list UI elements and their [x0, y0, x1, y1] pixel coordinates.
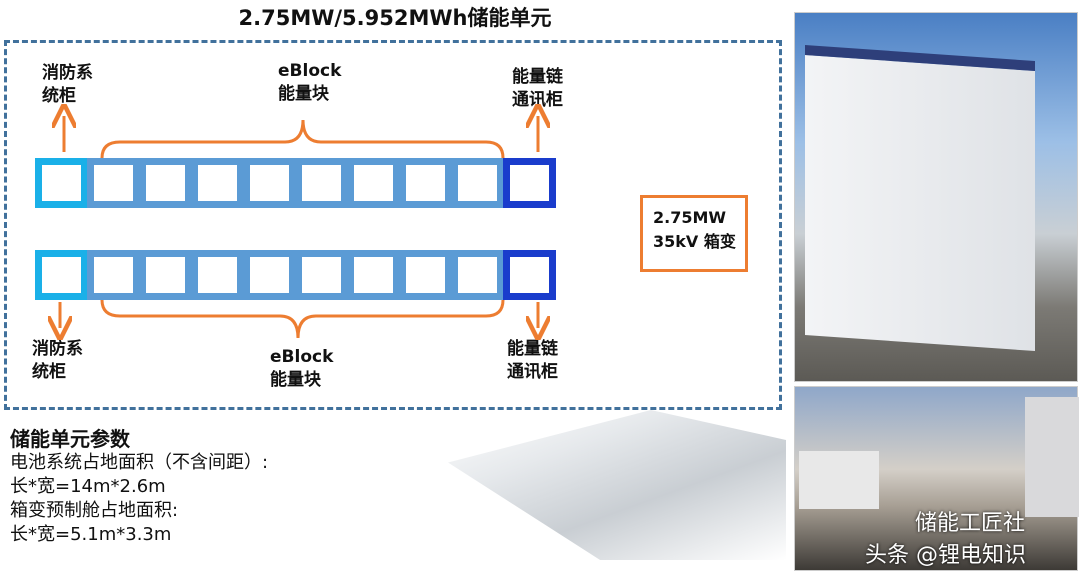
transformer-box: 2.75MW 35kV 箱变 — [640, 195, 748, 272]
eblock — [295, 250, 348, 300]
fire-cabinet — [35, 250, 88, 300]
eblock — [347, 250, 400, 300]
eblock — [191, 250, 244, 300]
eblock — [243, 250, 296, 300]
param-line: 长*宽=14m*2.6m — [10, 476, 166, 497]
fire-cabinet — [35, 158, 88, 208]
site-photo — [794, 386, 1079, 571]
eblock — [451, 158, 504, 208]
transformer-rating: 2.75MW — [653, 208, 727, 227]
comm-cabinet-label-bottom: 能量链通讯柜 — [507, 339, 558, 382]
param-line: 电池系统占地面积（不含间距）: — [10, 452, 269, 473]
cabinet-row-bottom — [35, 250, 556, 300]
cabinet-photo — [794, 12, 1078, 382]
params-heading: 储能单元参数 — [10, 427, 130, 451]
eblock — [87, 158, 140, 208]
eblock — [451, 250, 504, 300]
eblock — [399, 158, 452, 208]
fire-cabinet-label-bottom: 消防系统柜 — [32, 339, 83, 382]
param-line: 箱变预制舱占地面积: — [10, 500, 179, 521]
unit-frame — [4, 40, 782, 410]
page-title: 2.75MW/5.952MWh储能单元 — [238, 6, 552, 30]
eblock — [399, 250, 452, 300]
fire-cabinet-label-top: 消防系统柜 — [42, 63, 93, 106]
eblock — [139, 158, 192, 208]
transformer-voltage: 35kV 箱变 — [653, 232, 736, 251]
eblock — [347, 158, 400, 208]
watermark: 储能工匠社 头条 @锂电知识 — [865, 511, 1026, 568]
eblock — [139, 250, 192, 300]
unit-parameters: 储能单元参数 电池系统占地面积（不含间距）: 长*宽=14m*2.6m 箱变预制… — [10, 427, 268, 547]
comm-cabinet — [503, 250, 556, 300]
brace-bottom — [100, 299, 505, 339]
connectors — [0, 0, 790, 420]
eblock — [191, 158, 244, 208]
param-line: 长*宽=5.1m*3.3m — [10, 524, 172, 545]
cabinet-row-top — [35, 158, 556, 208]
comm-cabinet — [503, 158, 556, 208]
eblock — [295, 158, 348, 208]
site-layout-render — [448, 410, 786, 560]
brace-top — [100, 119, 505, 159]
comm-cabinet-label-top: 能量链通讯柜 — [512, 67, 563, 110]
eblock — [87, 250, 140, 300]
eblock — [243, 158, 296, 208]
